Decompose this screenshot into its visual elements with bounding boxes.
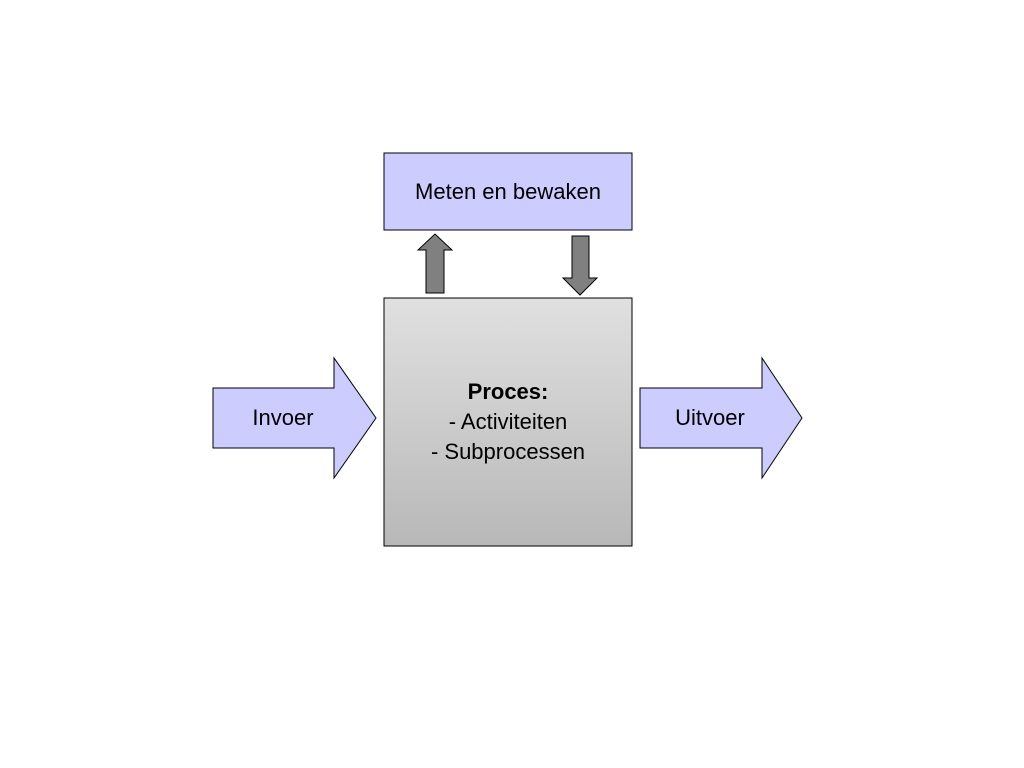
output-arrow-label: Uitvoer xyxy=(675,405,745,430)
feedback-down-arrow xyxy=(561,235,599,296)
input-arrow-label: Invoer xyxy=(252,405,314,430)
process-box xyxy=(383,297,633,547)
process-title: Proces: xyxy=(467,379,549,404)
feedback-up-arrow xyxy=(416,233,454,294)
output-arrow xyxy=(639,356,803,480)
process-line-activities: - Activiteiten xyxy=(448,409,568,434)
process-box-text: Proces: - Activiteiten - Subprocessen xyxy=(384,298,632,546)
process-line-subprocesses: - Subprocessen xyxy=(430,439,586,464)
monitoring-box xyxy=(383,152,633,231)
monitoring-box-label: Meten en bewaken xyxy=(415,178,601,204)
input-arrow xyxy=(212,356,377,480)
